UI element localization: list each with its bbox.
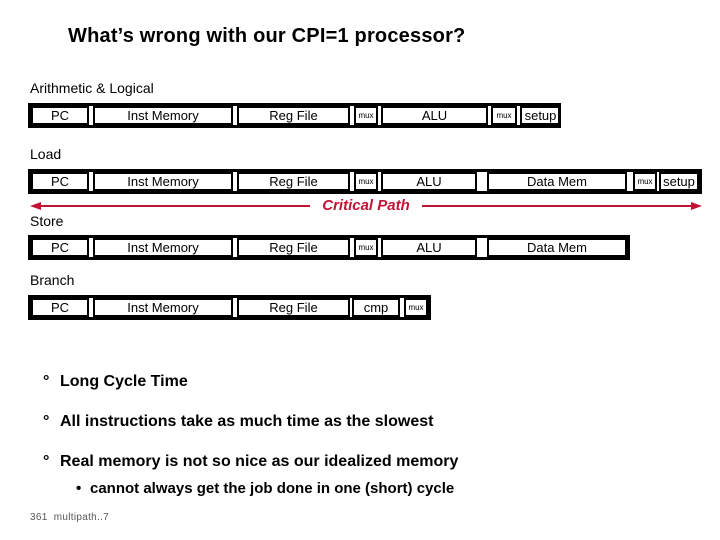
stage-pc: PC — [31, 106, 89, 125]
stage-reg-file: Reg File — [237, 238, 350, 257]
slide-footer: 361 multipath..7 — [30, 512, 110, 523]
stage-mux: mux — [354, 106, 378, 125]
bullet-real-memory: ° Real memory is not so nice as our ideal… — [43, 453, 458, 471]
stage-mux: mux — [354, 238, 378, 257]
stage-pc: PC — [31, 238, 89, 257]
page-title: What’s wrong with our CPI=1 processor? — [68, 25, 466, 47]
stage-pc: PC — [31, 172, 89, 191]
pipeline-load-label: Load — [30, 146, 62, 162]
critical-path-label: Critical Path — [322, 197, 410, 214]
stage-data-mem: Data Mem — [487, 172, 627, 191]
stage-setup: setup — [659, 172, 699, 191]
pipeline-branch-label: Branch — [30, 272, 75, 288]
pipeline-store-label: Store — [30, 213, 64, 229]
stage-pc: PC — [31, 298, 89, 317]
pipeline-arithmetic-logical-label: Arithmetic & Logical — [30, 80, 154, 96]
stage-alu: ALU — [381, 238, 477, 257]
bullet-marker-icon: ° — [43, 373, 50, 390]
sub-bullet-one-short-cycle: • cannot always get the job done in one (… — [76, 480, 454, 497]
critical-path-line-left — [41, 204, 311, 208]
stage-inst-memory: Inst Memory — [93, 298, 233, 317]
stage-mux: mux — [491, 106, 517, 125]
sub-bullet-marker-icon: • — [76, 480, 82, 497]
arrowhead-left-icon — [30, 202, 41, 210]
stage-cmp: cmp — [352, 298, 400, 317]
stage-mux: mux — [633, 172, 657, 191]
stage-inst-memory: Inst Memory — [93, 172, 233, 191]
bullet-marker-icon: ° — [43, 453, 50, 470]
arrowhead-right-icon — [691, 202, 702, 210]
stage-reg-file: Reg File — [237, 298, 350, 317]
bullet-long-cycle-time: ° Long Cycle Time — [43, 373, 188, 391]
bullet-text: Real memory is not so nice as our ideali… — [60, 453, 459, 470]
stage-data-mem: Data Mem — [487, 238, 627, 257]
stage-alu: ALU — [381, 172, 477, 191]
stage-inst-memory: Inst Memory — [93, 238, 233, 257]
sub-bullet-text: cannot always get the job done in one (s… — [90, 480, 455, 497]
critical-path-arrow: Critical Path — [30, 198, 702, 214]
critical-path-line-right — [421, 204, 691, 208]
stage-reg-file: Reg File — [237, 172, 350, 191]
stage-alu: ALU — [381, 106, 488, 125]
stage-reg-file: Reg File — [237, 106, 350, 125]
stage-mux: mux — [404, 298, 428, 317]
bullet-marker-icon: ° — [43, 413, 50, 430]
stage-mux: mux — [354, 172, 378, 191]
bullet-text: Long Cycle Time — [60, 373, 188, 390]
bullet-text: All instructions take as much time as th… — [60, 413, 434, 430]
bullet-all-instructions: ° All instructions take as much time as t… — [43, 413, 433, 431]
stage-inst-memory: Inst Memory — [93, 106, 233, 125]
stage-setup: setup — [520, 106, 558, 125]
